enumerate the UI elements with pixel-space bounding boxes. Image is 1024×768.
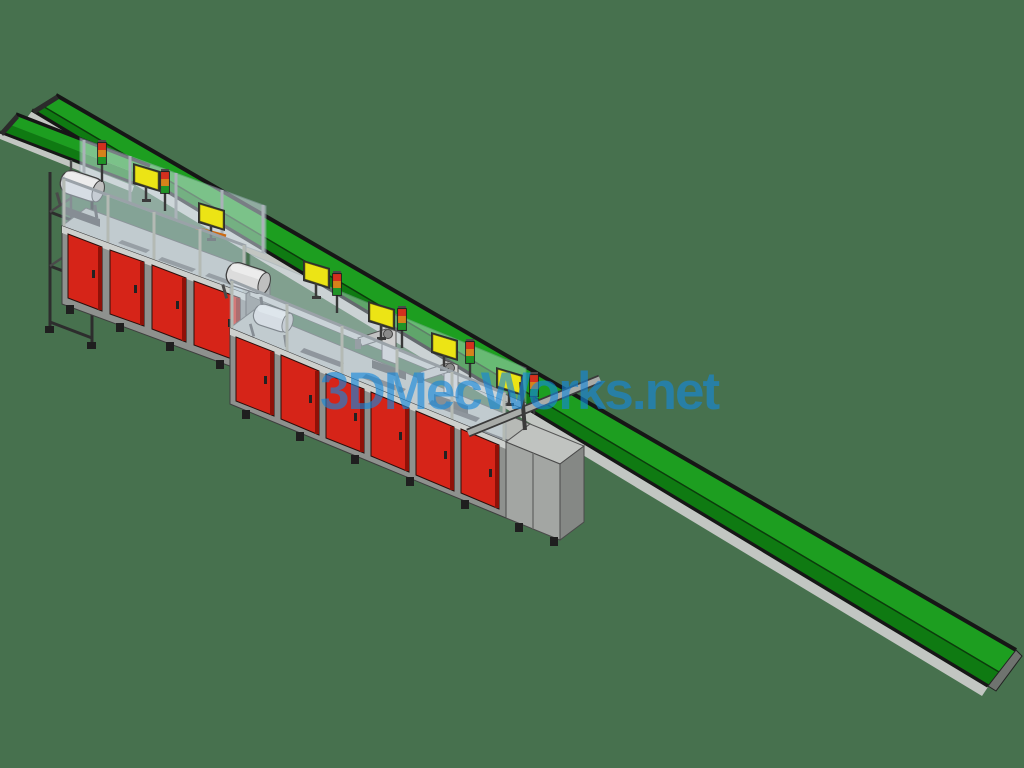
- infeed-end-cap: [0, 114, 19, 136]
- cabinet-door: [109, 249, 145, 327]
- conveyor-end-cap: [987, 649, 1023, 692]
- cabinet-doors-group-1: [67, 233, 241, 363]
- cabinet-door: [415, 410, 455, 492]
- conveyor-belt-side: [32, 105, 999, 686]
- door-handle: [92, 270, 95, 278]
- transfer-beam: [466, 374, 602, 438]
- cabinet-door: [151, 264, 187, 343]
- door-handle: [309, 395, 312, 403]
- door-handle: [134, 285, 137, 293]
- door-handle: [489, 469, 492, 477]
- end-cabinet: [504, 423, 586, 541]
- workstation-group-2: [217, 253, 586, 546]
- door-handle: [264, 376, 267, 384]
- roller-base: [64, 206, 100, 227]
- cabinet-top-strip: [230, 328, 506, 449]
- door-handle: [399, 432, 402, 440]
- stand-foot: [45, 326, 54, 333]
- watermark-text: 3DMecWorks.net: [320, 362, 719, 421]
- door-handle: [176, 301, 179, 309]
- beam-post: [519, 381, 527, 431]
- door-handle: [228, 319, 231, 327]
- cabinet-door: [235, 336, 275, 417]
- conveyor-left-end: [32, 95, 59, 114]
- conveyor-belt-surface: [41, 95, 1016, 672]
- glass-top-rail: [229, 278, 507, 396]
- cabinet-door: [325, 373, 365, 454]
- door-handle: [444, 451, 447, 459]
- cabinet-door: [280, 354, 320, 436]
- workstation-group-1: [51, 137, 272, 378]
- stand-foot: [87, 342, 96, 349]
- cabinet-top-strip: [62, 226, 246, 301]
- cabinet-door: [370, 391, 410, 473]
- machine-feet: [242, 410, 558, 546]
- cabinet-door: [460, 428, 500, 510]
- door-handle: [354, 413, 357, 421]
- cabinet-doors-group-2: [235, 336, 500, 510]
- cabinet-door: [67, 233, 103, 312]
